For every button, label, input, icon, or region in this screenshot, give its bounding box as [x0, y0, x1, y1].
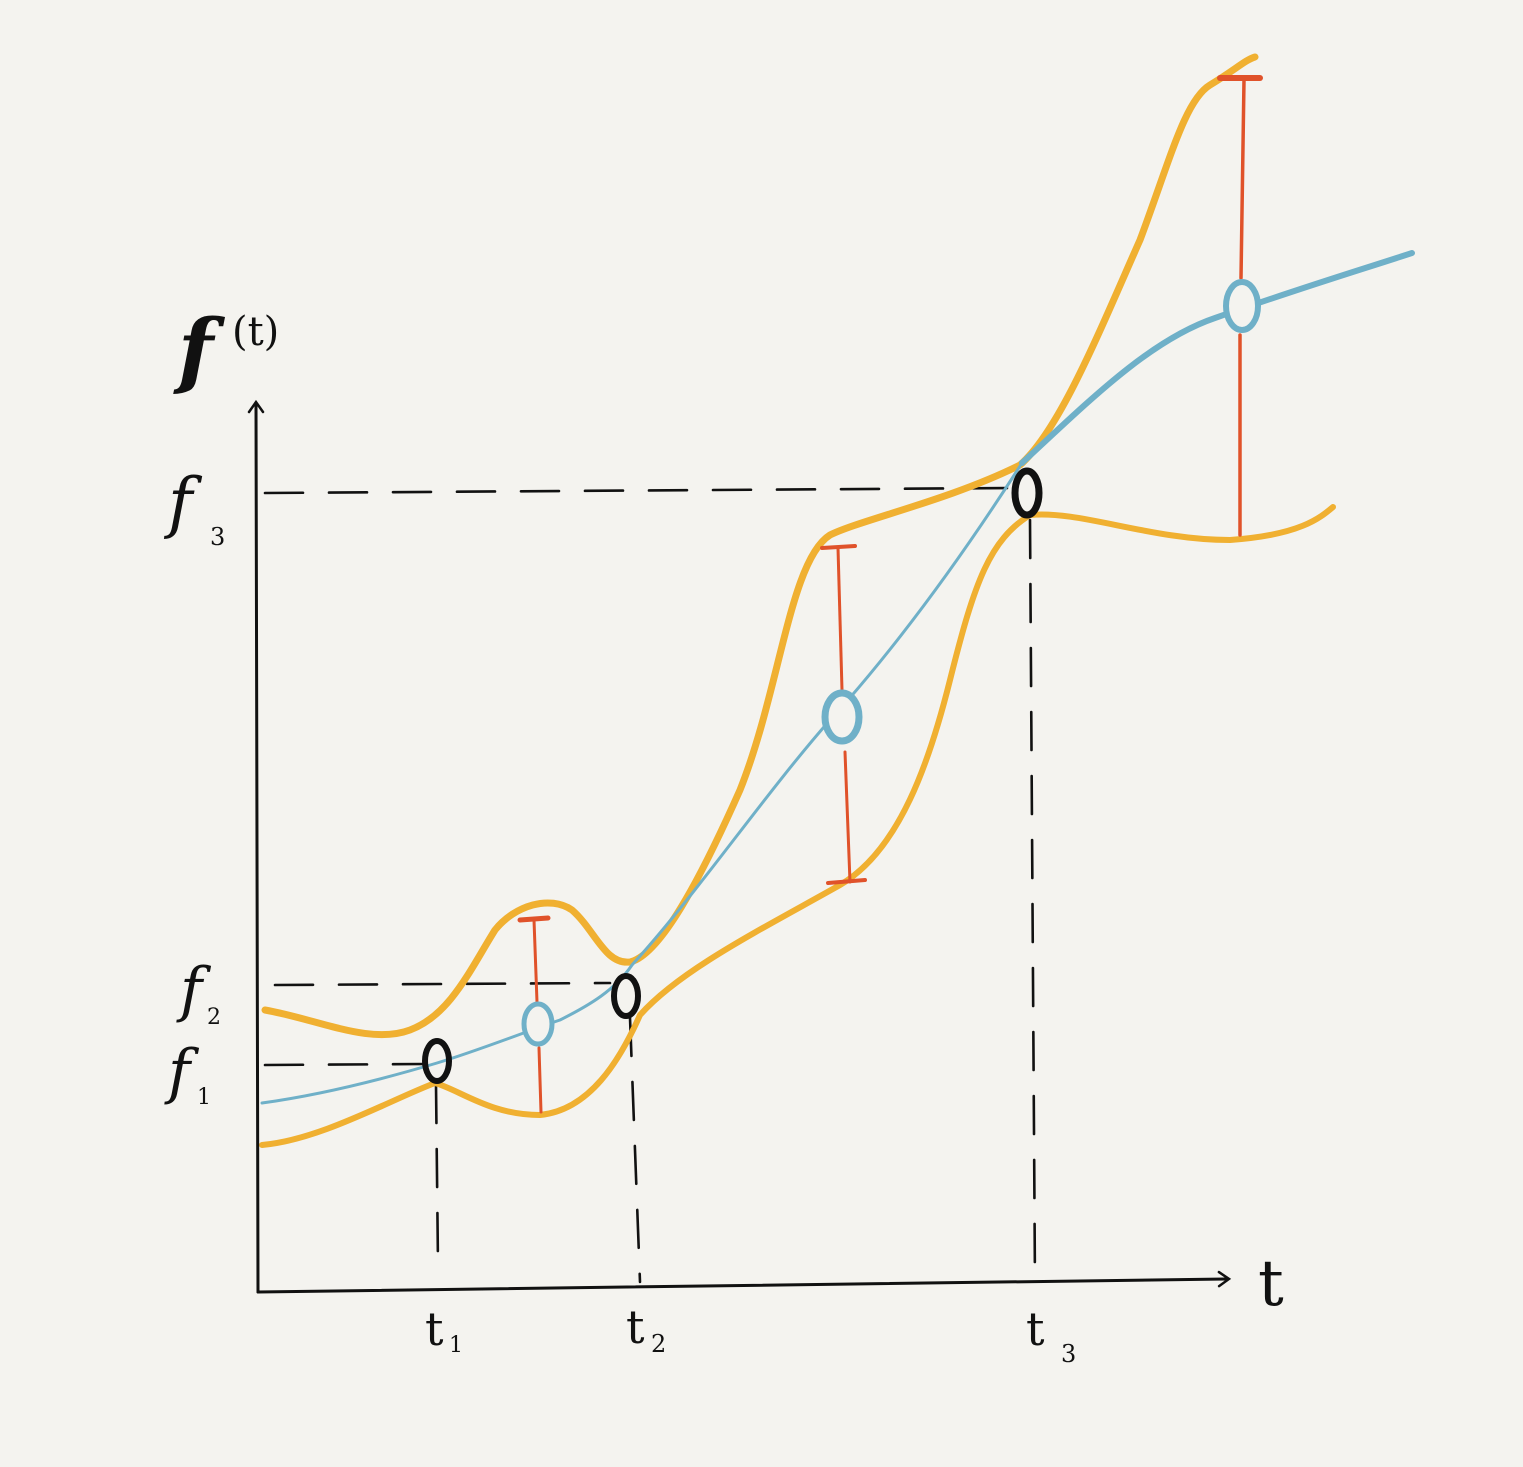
- uncertainty-bar-2: [820, 544, 867, 885]
- prediction-marker-3: [1223, 279, 1261, 333]
- confidence-band: [259, 53, 1336, 1148]
- svg-text:1: 1: [449, 1333, 463, 1358]
- observation-marker-2: [611, 973, 641, 1019]
- uncertainty-bar-3: [1217, 75, 1263, 537]
- prediction-marker-1: [521, 1001, 555, 1047]
- f2-guide-line: [273, 981, 612, 987]
- f3-guide-line: [263, 486, 1014, 495]
- t1-guide-line: [434, 1083, 440, 1267]
- observation-marker-1: [422, 1038, 452, 1084]
- svg-text:3: 3: [1061, 1340, 1076, 1368]
- t3-guide-line: [1028, 518, 1037, 1287]
- svg-text:f: f: [164, 1037, 200, 1107]
- svg-text:2: 2: [651, 1330, 666, 1358]
- svg-text:t: t: [425, 1302, 444, 1356]
- x-axis: [256, 1270, 1232, 1294]
- lower-band-curve: [259, 504, 1336, 1148]
- svg-text:1: 1: [197, 1085, 211, 1110]
- uncertainty-bars: [517, 75, 1263, 1114]
- mean-line-left: [260, 718, 832, 1105]
- upper-band-curve: [261, 53, 1259, 1039]
- tick-label-f1: f 1: [164, 1037, 211, 1110]
- tick-label-f2: f 2: [176, 955, 221, 1030]
- x-axis-label: t: [1258, 1247, 1284, 1321]
- svg-text:f: f: [163, 464, 203, 541]
- observation-markers: [422, 467, 1043, 1084]
- t-tick-labels: t 1 t 2 t 3: [425, 1300, 1076, 1368]
- svg-text:t: t: [1026, 1302, 1045, 1356]
- f-tick-labels: f 1 f 2 f 3: [163, 464, 225, 1110]
- svg-text:2: 2: [207, 1005, 221, 1030]
- y-axis: [247, 399, 265, 1294]
- prediction-marker-2: [821, 689, 863, 745]
- mean-function: [260, 250, 1415, 1105]
- guide-lines: [263, 486, 1037, 1287]
- f1-guide-line: [263, 1062, 427, 1067]
- t2-guide-line: [628, 1016, 642, 1284]
- mean-line-right: [1019, 250, 1415, 466]
- tick-label-t3: t 3: [1026, 1302, 1076, 1368]
- y-axis-label-argument: (t): [232, 309, 279, 355]
- prediction-markers: [521, 279, 1261, 1047]
- axes: [247, 399, 1232, 1294]
- observation-marker-3: [1011, 467, 1043, 519]
- tick-label-t1: t 1: [425, 1302, 463, 1358]
- y-axis-label: f: [173, 302, 225, 398]
- uncertainty-bar-1: [517, 915, 551, 1114]
- mean-line-mid: [846, 461, 1024, 702]
- svg-text:t: t: [626, 1300, 645, 1354]
- tick-label-f3: f 3: [163, 464, 225, 551]
- tick-label-t2: t 2: [626, 1300, 666, 1358]
- svg-text:3: 3: [210, 523, 225, 551]
